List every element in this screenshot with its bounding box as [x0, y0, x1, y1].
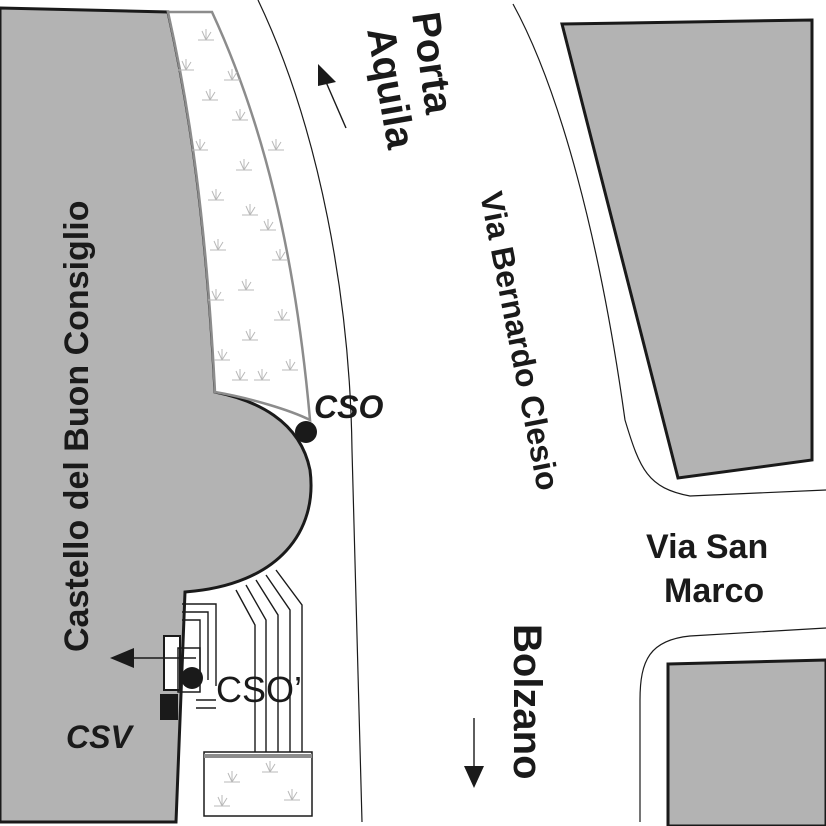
via-san-marco-label-line2: Marco: [664, 572, 764, 610]
vegetation-tuft: [208, 289, 224, 301]
castle-label: Castello del Buon Consiglio: [58, 201, 96, 652]
vegetation-tuft: [202, 89, 218, 101]
vegetation-tuft: [254, 369, 270, 381]
vegetation-tuft: [208, 189, 224, 201]
cso-prime-chamber-inner: [177, 647, 201, 693]
road-edge-west: [257, 0, 363, 823]
vegetation-tuft: [198, 29, 214, 41]
vegetation-tuft: [242, 329, 258, 341]
cso-label: CSO: [314, 389, 383, 425]
building-northeast: [560, 18, 814, 480]
road-edge-east: [512, 3, 826, 497]
vegetation-tuft: [232, 109, 248, 121]
vegetation-marks: [178, 29, 298, 381]
csv-label: CSV: [66, 719, 134, 755]
vegetation-tuft: [214, 795, 230, 807]
vegetation-tuft: [224, 771, 240, 783]
north-arrow-icon: [318, 64, 347, 129]
cso-prime-label: CSO’: [216, 669, 302, 710]
vegetation-tuft: [272, 249, 288, 261]
planter-vegetation: [214, 761, 300, 807]
vegetation-tuft: [282, 359, 298, 371]
vegetation-tuft: [224, 69, 240, 81]
via-clesio-label: Via Bernardo Clesio: [473, 188, 566, 493]
vegetation-tuft: [238, 279, 254, 291]
vegetation-tuft: [178, 59, 194, 71]
vegetation-tuft: [214, 349, 230, 361]
vegetation-tuft: [242, 204, 258, 216]
outfall-arrow-icon: [110, 648, 196, 668]
vegetation-tuft: [274, 309, 290, 321]
via-san-marco-label-line1: Via San: [646, 528, 768, 566]
bolzano-label: Bolzano: [505, 624, 549, 780]
cso-prime-marker-icon: [181, 667, 203, 689]
vegetation-tuft: [236, 159, 252, 171]
building-southeast: [666, 658, 826, 826]
vegetation-strip: [166, 10, 312, 423]
csv-gate: [160, 694, 178, 720]
pipe-network: [182, 569, 303, 752]
south-arrow-icon: [464, 718, 484, 788]
cso-prime-chamber: [163, 635, 181, 691]
vegetation-tuft: [260, 219, 276, 231]
cso-marker-icon: [295, 421, 317, 443]
vegetation-tuft: [232, 369, 248, 381]
vegetation-tuft: [192, 139, 208, 151]
vegetation-tuft: [262, 761, 278, 773]
road-edge-southeast: [639, 627, 826, 822]
vegetation-tuft: [284, 789, 300, 801]
vegetation-tuft: [268, 139, 284, 151]
vegetation-tuft: [210, 239, 226, 251]
